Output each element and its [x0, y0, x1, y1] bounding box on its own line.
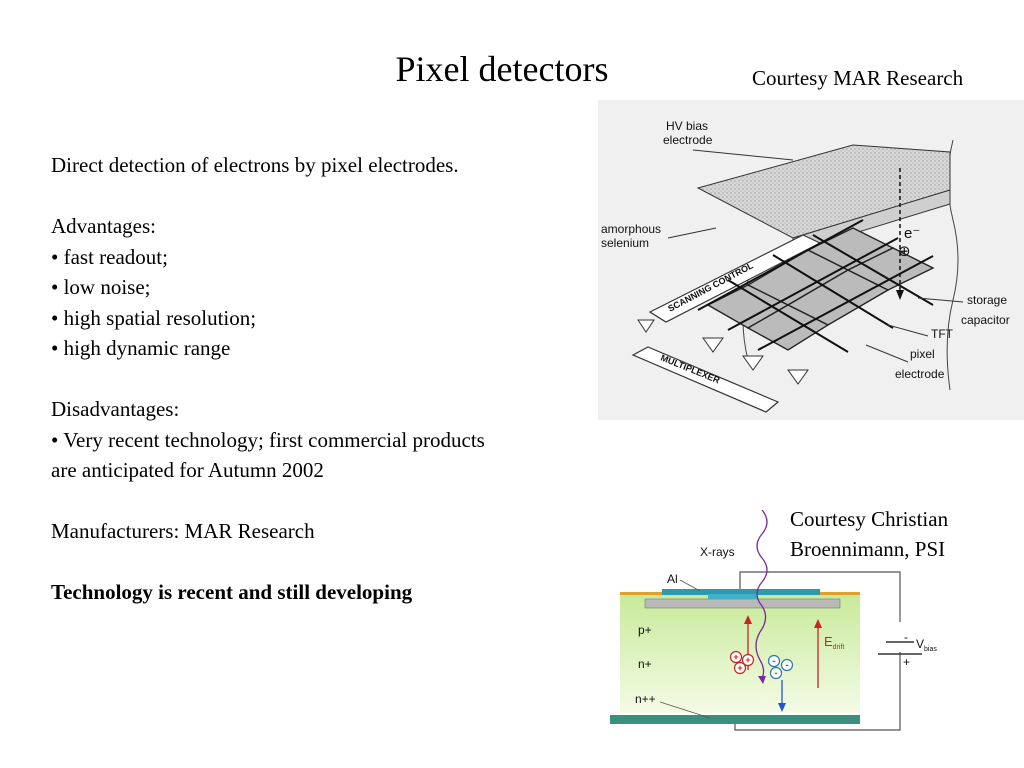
arrow-head	[778, 703, 786, 712]
aluminium-pad	[708, 594, 758, 599]
pixel-detector-schematic: HV bias electrode amorphous selenium e⁻ …	[598, 100, 1024, 420]
hole-signs: + + +	[733, 652, 750, 673]
disadvantage-item-continued: are anticipated for Autumn 2002	[51, 458, 324, 482]
arrow-head	[744, 615, 752, 624]
electron-label: e⁻	[904, 225, 920, 242]
credit-psi-line-1: Courtesy Christian	[790, 507, 949, 531]
n-plusplus-label: n++	[635, 692, 656, 706]
backside-contact	[610, 715, 860, 724]
pixel-electrode-label-line-2: electrode	[895, 367, 945, 381]
slide-body: Direct detection of electrons by pixel e…	[51, 150, 596, 608]
spacer	[51, 486, 596, 517]
x-ray-path	[755, 510, 768, 679]
advantage-item: • fast readout;	[51, 244, 168, 269]
electron-signs: - - -	[772, 656, 788, 679]
p-implant	[644, 598, 841, 609]
pixel-electrode-label: pixel	[910, 347, 935, 361]
manufacturers-text: Manufacturers: MAR Research	[51, 519, 315, 543]
spacer	[51, 547, 596, 578]
multiplexer-strip	[631, 346, 780, 413]
leader-line	[659, 701, 711, 719]
x-ray-arrow-head	[758, 676, 766, 684]
v-bias-label: Vbias	[916, 637, 937, 653]
disadvantage-item: • Very recent technology; first commerci…	[51, 427, 485, 452]
bias-wire-top	[739, 571, 901, 622]
credit-psi: Courtesy Christian Broennimann, PSI	[790, 504, 948, 564]
tft-label: TFT	[931, 327, 954, 341]
credit-psi-line-2: Broennimann, PSI	[790, 537, 946, 561]
minus-sign: -	[772, 656, 775, 667]
amorphous-selenium-label: amorphous	[601, 222, 661, 236]
arrow-head	[814, 619, 822, 628]
spacer	[51, 364, 596, 395]
x-rays-label: X-rays	[700, 545, 735, 559]
hole-charges	[729, 650, 755, 675]
detector-cross-section: + + + - - - X-rays Al p+ n+ n++ Edrift -…	[610, 510, 937, 731]
advantages-heading: Advantages:	[51, 214, 156, 238]
spacer	[51, 181, 596, 212]
aluminium-contact	[662, 589, 820, 595]
aluminium-label: Al	[667, 572, 678, 586]
minus-sign: -	[774, 668, 777, 679]
n-plus-label: n+	[638, 657, 652, 671]
page-title: Pixel detectors	[395, 49, 609, 89]
conclusion-text: Technology is recent and still developin…	[51, 580, 413, 604]
hv-bias-label-line-2: electrode	[663, 133, 713, 147]
plus-sign: +	[737, 663, 742, 673]
credit-mar-research: Courtesy MAR Research	[752, 66, 964, 90]
scanning-buffers	[637, 319, 655, 333]
storage-capacitor-label-line-2: capacitor	[961, 313, 1010, 327]
storage-capacitor-label: storage	[967, 293, 1007, 307]
advantage-item: • high dynamic range	[51, 336, 231, 360]
advantage-item: • high spatial resolution;	[51, 305, 257, 330]
battery-minus-label: -	[904, 630, 908, 644]
plus-sign: +	[733, 652, 738, 662]
hole-label: ⊕	[898, 243, 911, 260]
plus-sign: +	[745, 655, 750, 665]
minus-sign: -	[785, 660, 788, 671]
hv-bias-label: HV bias	[666, 119, 708, 133]
p-plus-label: p+	[638, 623, 652, 637]
arrow-head	[896, 290, 904, 300]
disadvantages-heading: Disadvantages:	[51, 397, 180, 421]
multiplexer-buffers	[702, 337, 809, 385]
amorphous-selenium-label-line-2: selenium	[601, 236, 649, 250]
e-drift-label: Edrift	[824, 634, 844, 651]
advantage-item: • low noise;	[51, 275, 151, 299]
intro-text: Direct detection of electrons by pixel e…	[51, 153, 459, 177]
leader-lines	[667, 149, 964, 363]
electron-charges	[767, 654, 794, 680]
pixel-grid	[706, 227, 935, 351]
battery-plus-label: +	[903, 655, 910, 669]
leader-line	[679, 579, 701, 592]
hv-bias-plate	[696, 144, 951, 239]
grid-lines	[697, 219, 934, 353]
